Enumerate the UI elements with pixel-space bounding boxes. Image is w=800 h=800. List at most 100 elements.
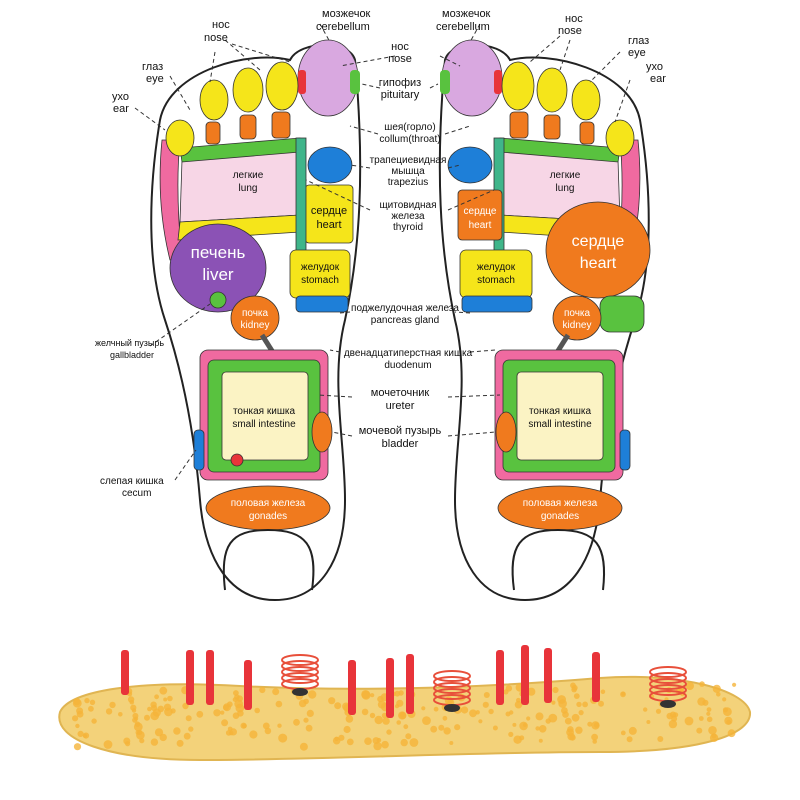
insole-dot (334, 702, 342, 710)
heat-coil-ring (281, 666, 319, 678)
magnet-point (292, 688, 308, 696)
insole-dot (232, 697, 238, 702)
insole-dot (655, 708, 662, 714)
insole-dot (685, 681, 695, 691)
heat-coil-ring (433, 688, 471, 700)
label-bladder-en: bladder (382, 438, 419, 450)
insole-dot (196, 710, 204, 718)
label-ureter-en: ureter (386, 400, 415, 412)
insole-dot (567, 732, 575, 741)
insole-dot (716, 692, 721, 697)
right-toe-pad-2 (509, 111, 529, 139)
insole-dot (277, 723, 282, 728)
right-toe-2 (501, 61, 535, 111)
insole-dot (134, 716, 139, 721)
insole-dot (220, 710, 225, 715)
insole-dot (535, 726, 540, 731)
insole-dot (236, 695, 243, 702)
label-cerebellum-left-ru: мозжечок (322, 8, 371, 20)
insole-dot (598, 700, 604, 707)
insole-dot (723, 707, 732, 717)
insole-dot (82, 733, 88, 739)
insole-dot (386, 729, 392, 735)
insole-dot (591, 733, 598, 741)
insole-dot (151, 704, 158, 712)
insole-dot (620, 730, 626, 736)
insole-dot (405, 733, 412, 740)
left-toe-pad-2 (271, 111, 291, 139)
heat-bar (406, 654, 414, 714)
label-bladder-ru: мочевой пузырь (359, 425, 442, 437)
label-throat-ru: шея(горло) (384, 122, 435, 133)
insole-dot (400, 738, 408, 747)
left-big-toe (297, 39, 359, 117)
insole-dot (394, 690, 401, 697)
insole-dot (461, 706, 469, 714)
heat-coil-ring (649, 672, 687, 684)
left-toe-4 (199, 79, 229, 121)
label-lung-left-en: lung (239, 183, 258, 194)
label-heart-right-en: heart (580, 255, 617, 272)
insole-dot (306, 709, 314, 718)
insole-dot (345, 715, 354, 723)
magnet-point (660, 700, 676, 708)
label-heart-small-right-ru: сердце (464, 206, 497, 217)
insole-dot (548, 713, 558, 723)
insole-dot (381, 740, 389, 749)
insole-dot (303, 717, 309, 723)
left-bladder-zone (311, 411, 333, 453)
insole-dot (626, 736, 633, 743)
insole-dot (442, 715, 448, 721)
insole-dot (668, 719, 678, 729)
label-nose-center-en: nose (388, 53, 412, 65)
insole-dot (185, 715, 192, 722)
insole-dot (163, 697, 168, 702)
insole-dot (188, 726, 194, 732)
insole-dot (628, 726, 637, 735)
insole-dot (673, 712, 679, 718)
label-thyroid-ru1: щитовидная (379, 200, 436, 211)
heat-bar (521, 645, 529, 705)
right-toe-pad-4 (579, 121, 595, 145)
insole-dot (727, 729, 736, 738)
insole-dot (103, 740, 113, 749)
insole-dot (159, 733, 167, 742)
label-cecum-en: cecum (122, 488, 151, 499)
right-intestine-core (516, 371, 604, 461)
insole-dot (254, 707, 260, 714)
insole-dot (698, 716, 704, 721)
label-kidney-left-en: kidney (241, 320, 270, 331)
insole-dot (697, 697, 706, 706)
insole-dot (527, 687, 536, 696)
insole-dot (396, 720, 402, 725)
insole-dot (133, 722, 143, 732)
label-stomach-right-ru: желудок (477, 262, 516, 273)
insole-dot (443, 727, 451, 735)
left-toe-pad-3 (239, 114, 257, 140)
right-heel-arc (511, 528, 605, 591)
insole-dot (129, 699, 135, 705)
left-toe-5 (165, 119, 195, 157)
magnet-point (444, 704, 460, 712)
heat-bar (244, 660, 252, 710)
insole-dot (369, 712, 376, 719)
left-pituitary-dot (350, 70, 360, 94)
insole-dot (229, 728, 237, 736)
heat-bar (186, 650, 194, 705)
label-ureter-ru: мочеточник (371, 387, 430, 399)
insole-dot (706, 711, 711, 716)
insole-dot (213, 709, 221, 717)
insole-dot (262, 722, 270, 730)
insole-dot (299, 742, 308, 751)
insole-dot (221, 719, 229, 727)
left-toe-pad-4 (205, 121, 221, 145)
label-intestine-left-ru: тонкая кишка (233, 406, 295, 417)
right-pituitary-dot (440, 70, 450, 94)
insole-dot (492, 725, 498, 731)
insole-dot (154, 694, 160, 700)
insole-dot (144, 714, 150, 721)
heat-bar (544, 648, 552, 703)
insole-dot (657, 736, 664, 742)
insole-dot (538, 725, 547, 733)
insole-dot (131, 708, 137, 713)
